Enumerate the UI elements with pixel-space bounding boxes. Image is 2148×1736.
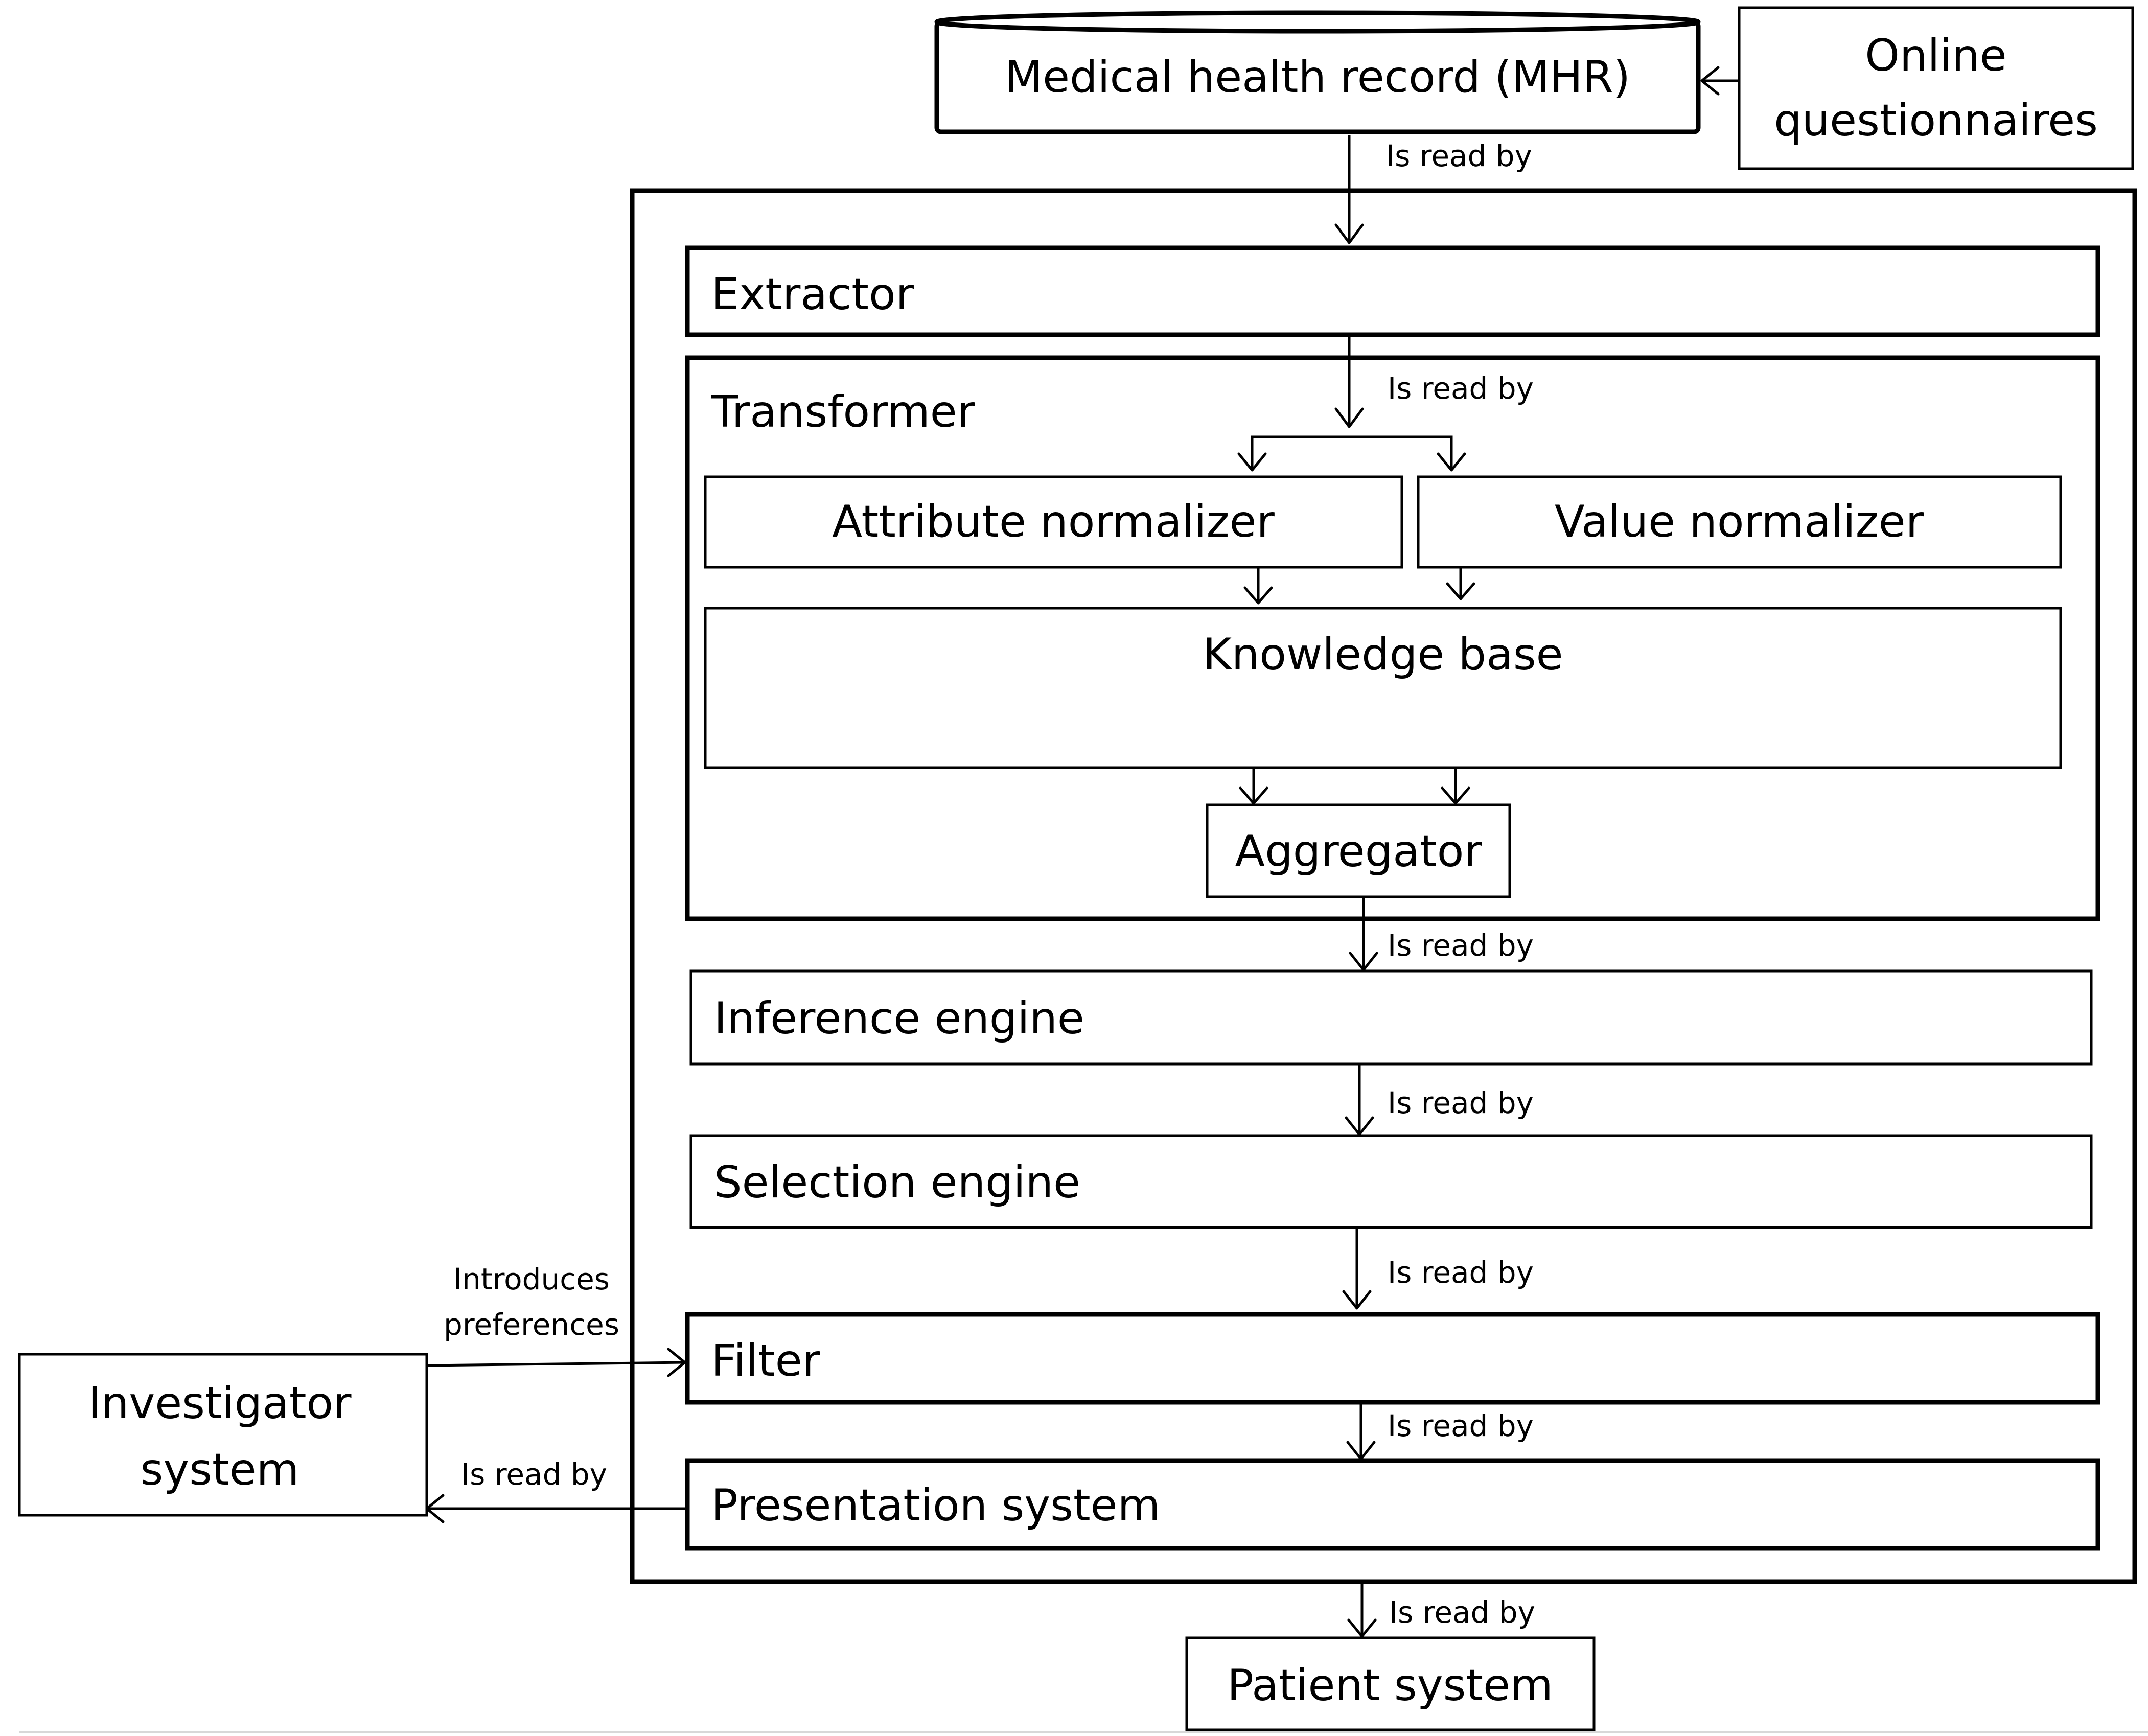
investigator-system-box: Investigator system [18,1353,428,1517]
patient-system-box: Patient system [1185,1636,1596,1731]
arrow-value-to-kb [1446,567,1475,600]
inference-engine-label: Inference engine [714,993,1084,1044]
filter-label: Filter [711,1335,821,1386]
label-aggregator-to-inference: Is read by [1388,928,1534,963]
arrow-extractor-to-normalizers: Is read by [1237,335,1534,472]
mhr-database: Medical health record (MHR) [934,10,1701,134]
arrow-online-to-mhr [1700,66,1739,96]
mhr-label: Medical health record (MHR) [1005,52,1630,103]
arrow-filter-to-presentation: Is read by [1346,1402,1534,1461]
extractor-label: Extractor [711,269,914,320]
aggregator-box: Aggregator [1206,803,1511,898]
presentation-system-box: Presentation system [685,1458,2100,1551]
online-questionnaires-box: Online questionnaires [1738,6,2134,170]
online-questionnaires-label-2: questionnaires [1774,95,2098,146]
attribute-normalizer-box: Attribute normalizer [704,475,1403,569]
inference-engine-box: Inference engine [689,969,2093,1066]
transformer-label: Transformer [711,386,976,437]
label-introduces: Introduces [453,1262,610,1297]
attribute-normalizer-label: Attribute normalizer [832,496,1275,547]
investigator-system-label-2: system [141,1444,299,1495]
presentation-system-label: Presentation system [711,1480,1160,1531]
arrow-attribute-to-kb [1243,567,1273,605]
value-normalizer-label: Value normalizer [1555,496,1924,547]
filter-box: Filter [685,1312,2100,1405]
arrow-investigator-to-filter: Introduces preferences [426,1262,686,1377]
label-extractor-to-transformer: Is read by [1388,371,1534,406]
arrow-selection-to-filter: Is read by [1342,1228,1534,1310]
value-normalizer-box: Value normalizer [1417,475,2062,569]
label-inference-to-selection: Is read by [1388,1085,1534,1120]
arrow-kb-to-aggregator [1239,768,1470,805]
patient-system-label: Patient system [1227,1660,1553,1711]
arrow-mhr-to-extractor: Is read by [1334,135,1532,244]
arrow-system-to-patient: Is read by [1347,1582,1535,1638]
label-filter-to-presentation: Is read by [1388,1408,1534,1443]
online-questionnaires-label-1: Online [1865,30,2006,81]
arrow-inference-to-selection: Is read by [1345,1064,1534,1136]
investigator-system-label-1: Investigator [88,1378,352,1429]
label-presentation-to-investigator: Is read by [461,1457,607,1492]
knowledge-base-box: Knowledge base [704,607,2062,769]
label-system-to-patient: Is read by [1389,1595,1535,1630]
knowledge-base-label: Knowledge base [1203,629,1563,680]
arrow-aggregator-to-inference: Is read by [1349,897,1534,971]
selection-engine-label: Selection engine [714,1157,1080,1208]
extractor-box: Extractor [685,245,2100,337]
aggregator-label: Aggregator [1235,826,1482,877]
label-mhr-to-extractor: Is read by [1386,138,1532,173]
label-preferences: preferences [444,1307,619,1342]
label-selection-to-filter: Is read by [1388,1255,1534,1290]
selection-engine-box: Selection engine [689,1134,2093,1229]
arrow-presentation-to-investigator: Is read by [425,1457,687,1523]
